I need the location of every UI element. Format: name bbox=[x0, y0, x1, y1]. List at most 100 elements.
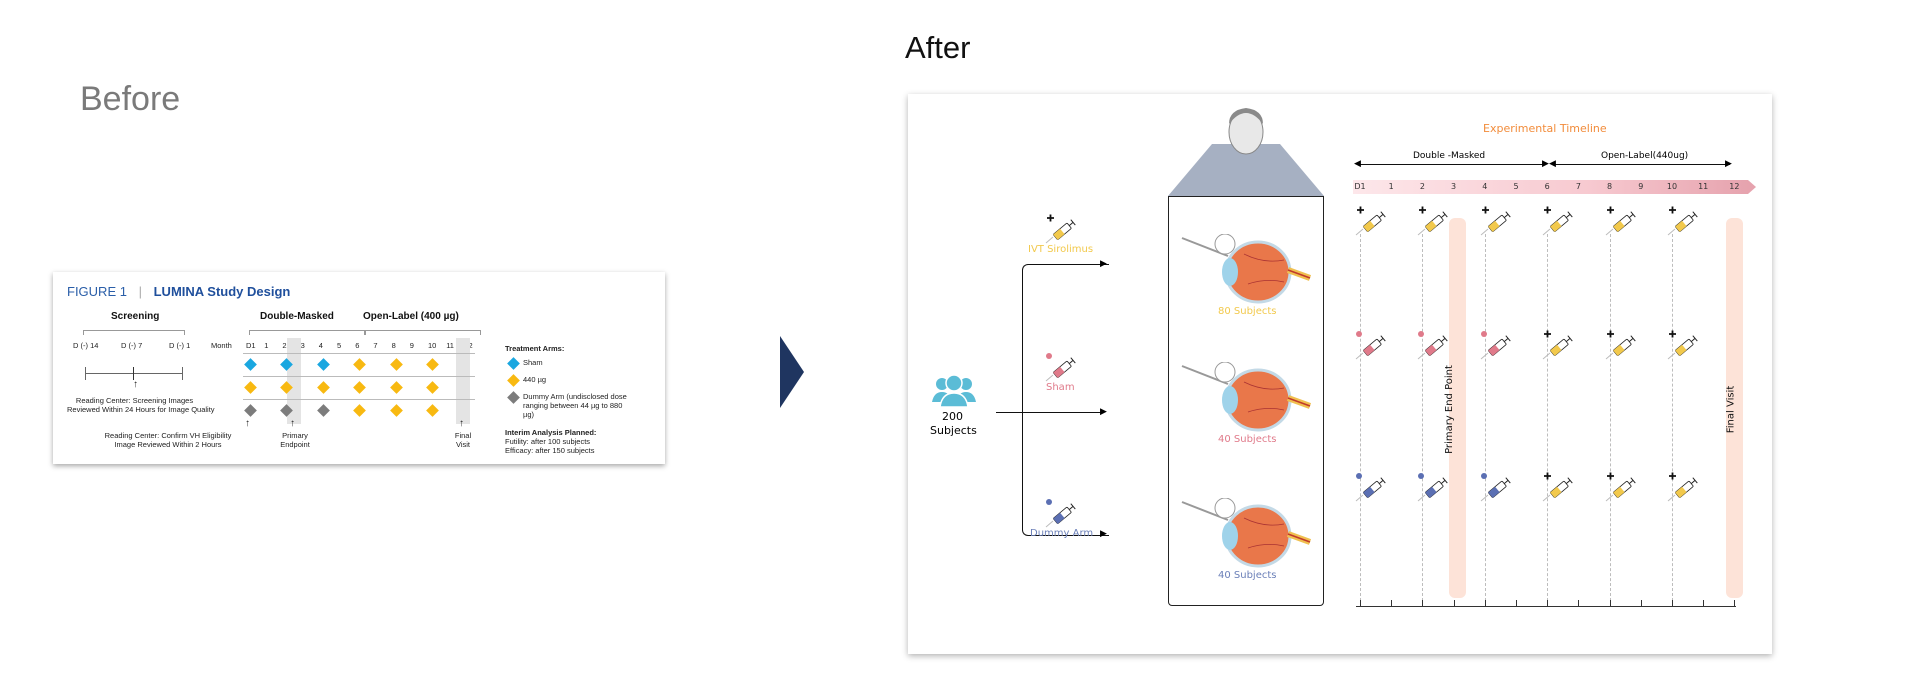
open-label-brace bbox=[365, 330, 481, 335]
axis-tick bbox=[1547, 600, 1549, 607]
month-tick-label: 8 bbox=[391, 341, 396, 350]
axis-tick bbox=[1734, 600, 1736, 607]
arrow-right-icon: ▶ bbox=[1725, 158, 1732, 168]
month-gridline bbox=[1672, 234, 1673, 606]
axis-tick bbox=[1640, 600, 1642, 607]
patient-head-icon bbox=[1168, 108, 1324, 196]
axis-tick bbox=[1360, 600, 1361, 607]
open-label-label: Open-Label(440ug) bbox=[1601, 151, 1689, 161]
arm-subject-count: 40 Subjects bbox=[1218, 570, 1277, 581]
row-divider bbox=[243, 376, 475, 377]
arm-label: Dummy Arm bbox=[1030, 528, 1094, 539]
month-tick-label: 4 bbox=[318, 341, 323, 350]
up-arrow-icon: ↑ bbox=[245, 418, 250, 429]
dose-diamond-icon bbox=[389, 358, 403, 371]
screening-note: Reading Center: Screening Images Reviewe… bbox=[67, 396, 215, 414]
arrow-right-icon: ▶ bbox=[1100, 406, 1107, 416]
month-tick-label: 9 bbox=[1638, 182, 1644, 191]
syringe-sham-icon bbox=[1479, 330, 1513, 360]
chevron-right-icon bbox=[780, 336, 804, 408]
people-group-icon bbox=[932, 374, 976, 408]
axis-tick bbox=[1516, 600, 1517, 607]
double-masked-brace bbox=[249, 330, 365, 335]
primary-endpoint-band bbox=[1449, 218, 1466, 598]
double-masked-arrow bbox=[1358, 164, 1546, 165]
axis-tick bbox=[1453, 600, 1455, 607]
month-label: Month bbox=[211, 341, 232, 350]
month-tick-label: 11 bbox=[1698, 182, 1709, 191]
month-tick-label: 10 bbox=[1666, 182, 1678, 191]
arm-label: IVT Sirolimus bbox=[1028, 244, 1094, 255]
screening-tick bbox=[133, 367, 134, 380]
arm-subject-count: 40 Subjects bbox=[1218, 434, 1277, 445]
month12-highlight bbox=[456, 338, 470, 424]
phase-open-label: Open-Label (400 µg) bbox=[363, 311, 459, 322]
month3-highlight bbox=[287, 338, 301, 424]
month-gridline bbox=[1547, 234, 1549, 606]
syringe-sham-icon bbox=[1416, 472, 1450, 502]
dose-diamond-icon bbox=[353, 381, 367, 394]
timeline-title: Experimental Timeline bbox=[1483, 122, 1607, 135]
axis-tick bbox=[1609, 600, 1611, 607]
row-divider bbox=[243, 399, 475, 400]
axis-tick bbox=[1484, 600, 1486, 607]
arrow-right-icon: ▶ bbox=[1100, 258, 1107, 268]
final-visit-label: Final Visit bbox=[448, 431, 478, 449]
phase-double-masked: Double-Masked bbox=[260, 311, 334, 322]
eye-illustration bbox=[1178, 233, 1318, 304]
month-tick-label: 5 bbox=[337, 341, 342, 350]
syringe-drug-icon bbox=[1604, 472, 1638, 502]
axis-tick bbox=[1422, 600, 1424, 607]
dose-diamond-icon bbox=[426, 404, 439, 417]
syringe-drug-icon bbox=[1479, 206, 1513, 236]
syringe-drug-icon bbox=[1416, 206, 1450, 236]
open-label-arrow bbox=[1552, 164, 1730, 165]
month-gridline bbox=[1422, 234, 1424, 606]
month-gridline bbox=[1360, 234, 1361, 606]
legend-label: Dummy Arm (undisclosed dose ranging betw… bbox=[523, 392, 627, 419]
primary-endpoint-label: Primary End Point bbox=[1443, 365, 1455, 454]
syringe-drug-icon bbox=[1541, 206, 1575, 236]
legend-diamond-icon bbox=[507, 357, 520, 370]
legend-label: 440 µg bbox=[523, 375, 547, 384]
syringe-drug-icon bbox=[1604, 206, 1638, 236]
after-figure: Experimental Timeline Double -Masked Ope… bbox=[908, 94, 1772, 654]
screening-brace bbox=[83, 330, 185, 335]
phase-screening: Screening bbox=[111, 311, 160, 322]
final-visit-line: Final bbox=[454, 431, 472, 440]
month-tick-label: 2 bbox=[1419, 182, 1425, 191]
month-gridline bbox=[1484, 234, 1486, 606]
arm-subject-count: 80 Subjects bbox=[1218, 306, 1277, 317]
month-tick-label: 2 bbox=[282, 341, 287, 350]
after-heading: After bbox=[905, 30, 971, 65]
dose-diamond-icon bbox=[389, 404, 403, 417]
month-tick-label: 1 bbox=[1388, 182, 1394, 191]
month-tick-label: 11 bbox=[446, 341, 454, 350]
eligibility-note-line: Reading Center: Confirm VH Eligibility bbox=[104, 431, 232, 440]
syringe-sham-icon bbox=[1354, 472, 1388, 502]
syringe-drug-icon bbox=[1354, 206, 1388, 236]
month-tick-label: 5 bbox=[1513, 182, 1519, 191]
dose-diamond-icon bbox=[353, 404, 367, 417]
month-tick-label: 4 bbox=[1482, 182, 1488, 191]
month-tick-label: 6 bbox=[355, 341, 360, 350]
legend-label: Sham bbox=[523, 358, 543, 367]
primary-endpoint-line: Endpoint bbox=[280, 440, 310, 449]
syringe-drug-icon bbox=[1541, 472, 1575, 502]
arrow-right-icon: ▶ bbox=[1542, 158, 1549, 168]
axis-tick bbox=[1672, 600, 1673, 607]
month-ruler bbox=[1353, 180, 1748, 194]
screening-tick bbox=[182, 367, 183, 380]
legend-diamond-icon bbox=[507, 374, 520, 387]
eye-panel bbox=[1168, 196, 1324, 606]
month-tick-label: 3 bbox=[1451, 182, 1457, 191]
month-tick-label: D1 bbox=[1354, 182, 1366, 191]
legend-diamond-icon bbox=[507, 391, 520, 404]
screening-tick bbox=[85, 367, 86, 380]
screening-day: D (-) 7 bbox=[121, 341, 143, 350]
eye-illustration bbox=[1178, 497, 1318, 568]
syringe-sham-icon bbox=[1416, 330, 1450, 360]
syringe-drug-icon bbox=[1541, 330, 1575, 360]
screening-day: D (-) 1 bbox=[169, 341, 191, 350]
month-tick-label: 8 bbox=[1607, 182, 1613, 191]
